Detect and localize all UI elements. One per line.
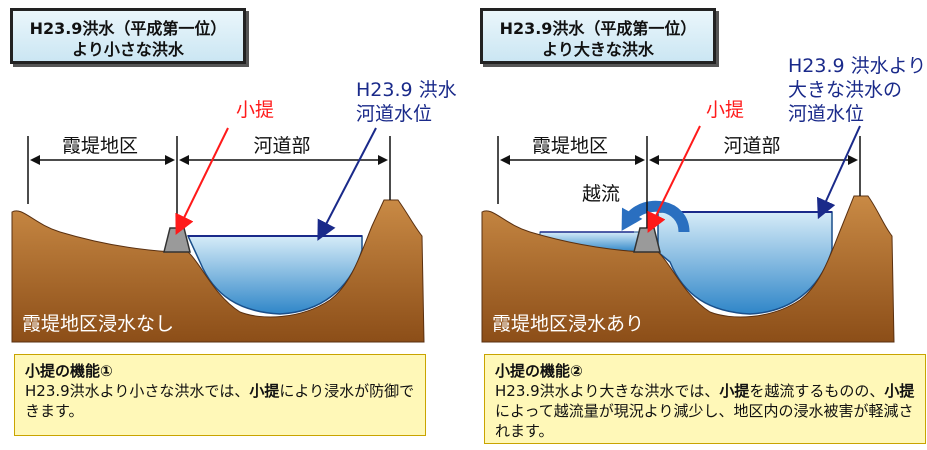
cross-section-diagram: 霞堤地区 河道部 越流 小提 H23.9 洪水より 大きな洪水の 河道水位 霞堤… [481,55,926,343]
title-line-2: より大きな洪水 [542,40,654,59]
flood-level-label-line-1: H23.9 洪水 [356,79,457,101]
title-line-1: H23.9洪水（平成第一位） [29,19,227,38]
function-note: 小提の機能② H23.9洪水より大きな洪水では、小提を越流するものの、小提によっ… [484,354,926,444]
note-title: 小提の機能② [495,362,583,380]
title-box: H23.9洪水（平成第一位） より大きな洪水 [480,8,716,64]
cross-section-diagram: 霞堤地区 河道部 小提 H23.9 洪水 河道水位 霞堤地区浸水なし [11,79,457,343]
title-line-1: H23.9洪水（平成第一位） [499,19,697,38]
note-body: H23.9洪水より小さな洪水では、小提により浸水が防御できます。 [25,382,415,420]
small-levee-label: 小提 [706,99,744,121]
channel-label: 河道部 [723,135,780,157]
levee-area-label: 霞堤地区 [532,135,608,157]
note-body: H23.9洪水より大きな洪水では、小提を越流するものの、小提によって越流量が現況… [495,382,915,440]
channel-label: 河道部 [253,135,310,157]
levee-area-label: 霞堤地区 [62,135,138,157]
overflow-label: 越流 [582,183,620,205]
title-line-2: より小さな洪水 [72,40,184,59]
small-levee-label: 小提 [236,99,274,121]
title-box: H23.9洪水（平成第一位） より小さな洪水 [10,8,246,64]
panel-larger-flood: H23.9洪水（平成第一位） より大きな洪水 [470,0,927,450]
flood-level-label-line-2: 河道水位 [356,103,432,125]
ground [11,199,425,343]
result-label: 霞堤地区浸水あり [492,313,644,335]
small-levee-block [163,227,191,253]
function-note: 小提の機能① H23.9洪水より小さな洪水では、小提により浸水が防御できます。 [14,354,426,436]
overflow-arrow [625,200,690,233]
note-title: 小提の機能① [25,362,113,380]
result-label: 霞堤地区浸水なし [22,313,174,335]
flood-level-label-line-3: 河道水位 [788,103,864,125]
panel-smaller-flood: H23.9洪水（平成第一位） より小さな洪水 [0,0,463,450]
flood-level-label-line-2: 大きな洪水の [788,79,902,101]
flood-level-label-line-1: H23.9 洪水より [788,55,926,77]
ground [481,195,895,343]
